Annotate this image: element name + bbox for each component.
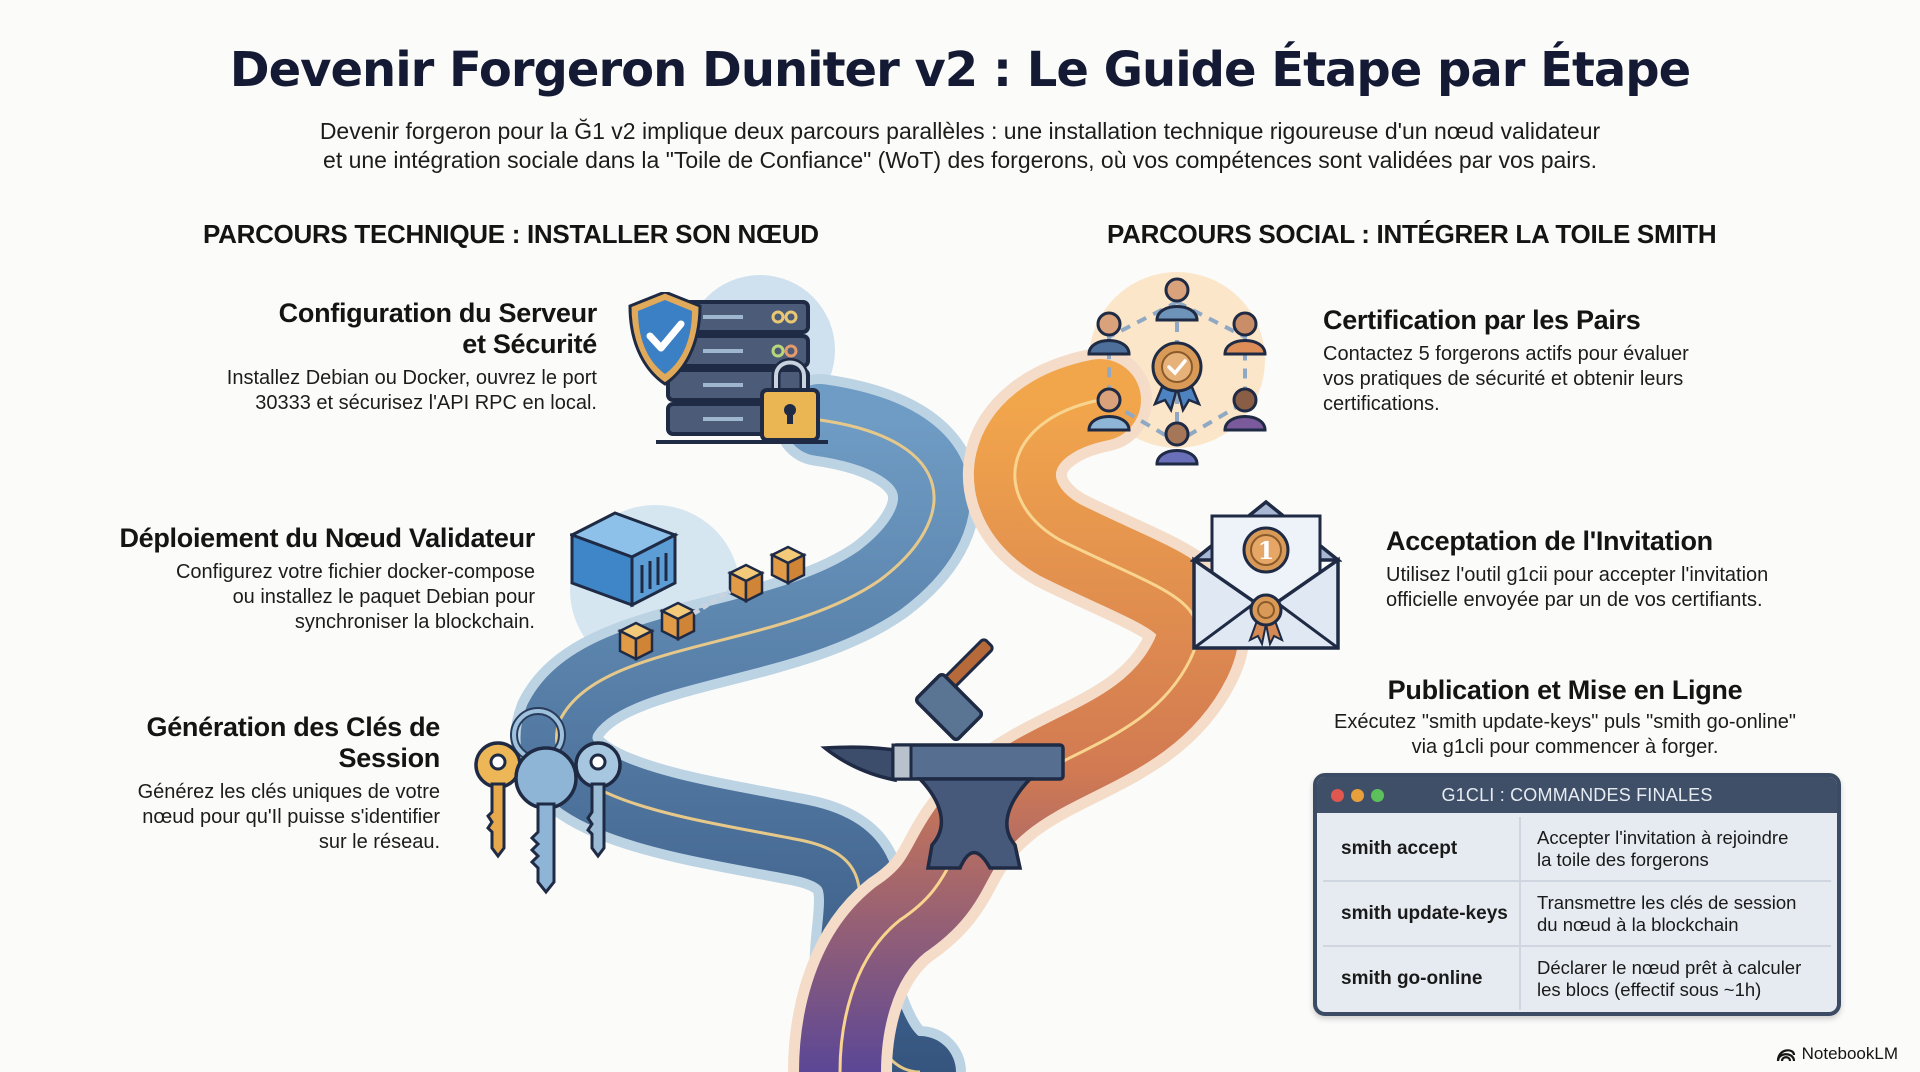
- step-desc-line: certifications.: [1323, 393, 1440, 415]
- step-desc-line: sur le réseau.: [318, 831, 440, 853]
- step-title-line: Session: [338, 743, 441, 773]
- cli-desc-line: Déclarer le nœud prêt à calculer: [1537, 956, 1802, 978]
- invitation-envelope-icon: 1: [1190, 499, 1342, 650]
- cli-description: Accepter l'invitation à rejoindre la toi…: [1521, 827, 1831, 871]
- step-title-line: Génération des Clés de: [146, 712, 441, 742]
- step-title: Génération des Clés de Session: [80, 712, 441, 774]
- cli-table: smith accept Accepter l'invitation à rej…: [1323, 817, 1831, 1010]
- step-node-deploy: Déploiement du Nœud Validateur Configure…: [75, 523, 535, 635]
- step-desc-line: officielle envoyée par un de vos certifi…: [1386, 589, 1763, 611]
- cli-command: smith update-keys: [1323, 882, 1521, 945]
- step-desc-line: Utilisez l'outil g1cii pour accepter l'i…: [1386, 564, 1769, 586]
- cli-desc-line: les blocs (effectif sous ~1h): [1537, 978, 1762, 1000]
- step-description: Installez Debian ou Docker, ouvrez le po…: [177, 366, 597, 416]
- certification-badge: [1151, 341, 1203, 414]
- step-desc-line: via g1cli pour commencer à forger.: [1411, 736, 1719, 758]
- social-section-heading: PARCOURS SOCIAL : INTÉGRER LA TOILE SMIT…: [1107, 219, 1717, 249]
- cli-command: smith go-online: [1323, 947, 1521, 1010]
- cli-desc-line: Transmettre les clés de session: [1537, 891, 1797, 913]
- cli-desc-line: la toile des forgerons: [1537, 848, 1709, 870]
- block: [617, 621, 655, 662]
- notebooklm-logo-icon: [1776, 1049, 1795, 1062]
- step-desc-line: Configurez votre fichier docker-compose: [175, 561, 535, 583]
- cli-command: smith accept: [1323, 817, 1521, 880]
- page-title: Devenir Forgeron Duniter v2 : Le Guide É…: [229, 42, 1691, 98]
- step-desc-line: vos pratiques de sécurité et obtenir leu…: [1323, 368, 1684, 390]
- container-blockchain-icon: [570, 511, 807, 662]
- step-publish-online: Publication et Mise en Ligne Exécutez "s…: [1305, 675, 1825, 760]
- block: [727, 563, 765, 604]
- close-dot-icon: [1331, 789, 1344, 802]
- intro-line-1: Devenir forgeron pour la Ğ1 v2 implique …: [319, 118, 1601, 144]
- cli-description: Transmettre les clés de session du nœud …: [1521, 892, 1831, 936]
- step-desc-line: Installez Debian ou Docker, ouvrez le po…: [226, 367, 597, 389]
- step-desc-line: 30333 et sécurisez l'API RPC en local.: [255, 392, 597, 414]
- person: [1087, 387, 1131, 432]
- peer-network-icon: [1087, 277, 1267, 466]
- step-title-line: et Sécurité: [462, 329, 597, 359]
- step-invitation-accept: Acceptation de l'Invitation Utilisez l'o…: [1386, 526, 1856, 613]
- keys-icon: [474, 707, 622, 895]
- step-session-keys: Génération des Clés de Session Générez l…: [80, 712, 441, 855]
- badge-number: 1: [1258, 536, 1275, 565]
- step-server-config: Configuration du Serveur et Sécurité Ins…: [177, 298, 598, 416]
- technical-section-heading: PARCOURS TECHNIQUE : INSTALLER SON NŒUD: [203, 219, 819, 249]
- step-description: Générez les clés uniques de votre nœud p…: [80, 780, 440, 855]
- gold-key: [474, 741, 522, 859]
- step-description: Configurez votre fichier docker-compose …: [75, 560, 535, 635]
- person: [1223, 387, 1267, 432]
- step-desc-line: nœud pour qu'Il puisse s'identifier: [142, 806, 440, 828]
- anvil-hammer-icon: [820, 638, 1065, 870]
- cli-title: G1CLI : COMMANDES FINALES: [1441, 785, 1713, 805]
- brand-name: NotebookLM: [1801, 1044, 1898, 1063]
- server-shield-lock-icon: [628, 292, 828, 444]
- cli-row: smith update-keys Transmettre les clés d…: [1323, 882, 1831, 947]
- anvil: [820, 743, 1065, 870]
- step-desc-line: Générez les clés uniques de votre: [137, 781, 440, 803]
- step-description: Contactez 5 forgerons actifs pour évalue…: [1323, 342, 1783, 417]
- step-desc-line: Exécutez "smith update-keys" puls "smith…: [1334, 711, 1796, 733]
- person: [1155, 277, 1199, 322]
- cli-row: smith go-online Déclarer le nœud prêt à …: [1323, 947, 1831, 1010]
- person: [1223, 311, 1267, 356]
- step-title: Acceptation de l'Invitation: [1386, 526, 1713, 556]
- step-peer-certification: Certification par les Pairs Contactez 5 …: [1323, 305, 1783, 417]
- social-road: [788, 348, 1250, 1072]
- blue-key-right: [574, 741, 622, 859]
- minimize-dot-icon: [1351, 789, 1364, 802]
- blue-key-center: [514, 746, 578, 895]
- block: [659, 601, 697, 642]
- cli-commands-panel: G1CLI : COMMANDES FINALES smith accept A…: [1313, 773, 1841, 1016]
- block: [769, 545, 807, 586]
- step-description: Utilisez l'outil g1cii pour accepter l'i…: [1386, 563, 1856, 613]
- cli-row: smith accept Accepter l'invitation à rej…: [1323, 817, 1831, 882]
- brand-watermark: NotebookLM: [1776, 1044, 1898, 1064]
- person: [1087, 311, 1131, 356]
- step-desc-line: Contactez 5 forgerons actifs pour évalue…: [1323, 343, 1689, 365]
- step-title: Déploiement du Nœud Validateur: [119, 523, 535, 553]
- cli-title-bar: G1CLI : COMMANDES FINALES: [1317, 777, 1837, 813]
- cli-description: Déclarer le nœud prêt à calculer les blo…: [1521, 957, 1831, 1001]
- step-description: Exécutez "smith update-keys" puls "smith…: [1305, 710, 1825, 760]
- step-title: Certification par les Pairs: [1323, 305, 1641, 335]
- step-title-line: Configuration du Serveur: [278, 298, 598, 328]
- cli-desc-line: du nœud à la blockchain: [1537, 913, 1739, 935]
- step-title: Publication et Mise en Ligne: [1387, 675, 1743, 705]
- intro-text: Devenir forgeron pour la Ğ1 v2 implique …: [260, 117, 1660, 175]
- intro-line-2: et une intégration sociale dans la "Toil…: [323, 147, 1597, 173]
- step-title: Configuration du Serveur et Sécurité: [177, 298, 598, 360]
- hammer: [914, 638, 994, 742]
- step-desc-line: synchroniser la blockchain.: [294, 611, 535, 633]
- person: [1155, 421, 1199, 466]
- step-desc-line: ou installez le paquet Debian pour: [232, 586, 535, 608]
- maximize-dot-icon: [1371, 789, 1384, 802]
- cli-desc-line: Accepter l'invitation à rejoindre: [1537, 826, 1789, 848]
